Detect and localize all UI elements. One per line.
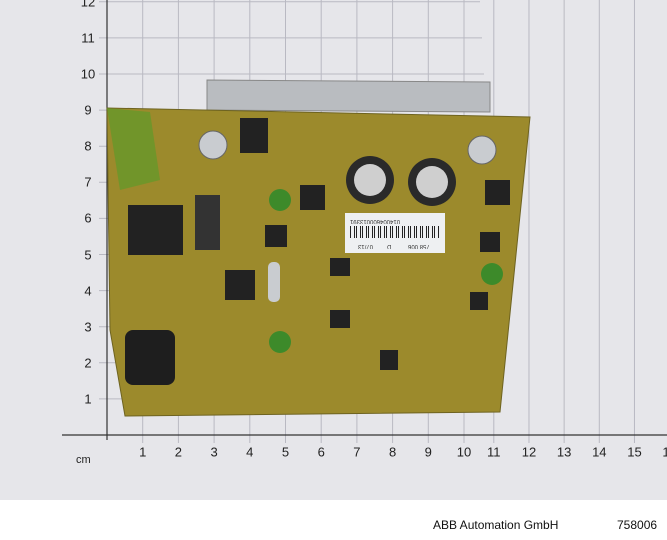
y-tick-label: 5 [84,247,92,262]
barcode-bar [356,226,357,238]
barcode-bar [426,226,427,238]
barcode-bar [414,226,415,238]
ic-chip [300,185,325,210]
pin-header [195,195,220,250]
barcode-bar [360,226,361,238]
barcode-bar [378,226,379,238]
mount-pad [269,331,291,353]
barcode-bar [368,226,369,238]
x-tick-label: 4 [246,444,254,460]
barcode-bar [404,226,405,238]
barcode-bar [438,226,439,238]
x-tick-label: 13 [556,444,572,460]
barcode-bar [432,226,433,238]
ic-chip [485,180,510,205]
x-tick-label: 14 [592,444,607,460]
y-tick-label: 8 [84,138,92,154]
y-tick-label: 2 [84,355,92,371]
barcode-bar [390,226,391,238]
barcode-bar [398,226,399,238]
green-trace-area [107,108,160,190]
y-tick-label: 10 [80,66,96,82]
ic-chip [470,292,488,310]
footer-number: 758006 [617,518,658,532]
x-tick-label: 7 [353,444,361,460]
barcode-bar [422,226,423,238]
unit-label: cm [76,454,91,466]
y-tick-label: 9 [84,102,92,118]
x-tick-label: 15 [627,444,642,460]
ic-chip [265,225,287,247]
x-tick-label: 5 [281,444,290,460]
x-tick-label: 12 [521,444,537,460]
barcode-bar [428,226,429,238]
photo-scene [62,0,667,443]
ic-chip [330,258,350,276]
barcode-rev: D [387,243,392,249]
barcode-bar [372,226,373,238]
power-inductor [125,330,175,385]
pcb-photo: 12345678910111213141516123456789101112 c… [0,0,667,500]
y-tick-label: 6 [84,210,92,226]
x-tick-label: 9 [424,444,432,460]
y-tick-label: 11 [81,30,95,46]
x-tick-label: 1 [139,444,147,460]
barcode-bar [386,226,387,238]
barcode-bar [402,226,403,238]
barcode-number: 014004600013391 [350,218,401,224]
screw [198,130,228,160]
transistor [240,118,268,153]
barcode-bar [396,226,397,238]
barcode-bar [410,226,411,238]
ic-chip [480,232,500,252]
x-tick-label: 10 [456,444,472,460]
barcode-bar [350,226,351,238]
x-tick-label: 8 [388,444,397,460]
barcode-bar [384,226,385,238]
barcode-date: 07/13 [358,243,374,249]
barcode-bar [434,226,435,238]
y-tick-label: 7 [84,174,92,190]
inductor-core [354,164,386,196]
crystal [268,262,280,302]
barcode-bar [366,226,367,238]
y-tick-label: 12 [80,0,96,10]
barcode-bar [392,226,393,238]
x-tick-label: 3 [210,444,218,460]
ic-chip [380,350,398,370]
y-tick-label: 1 [84,391,92,407]
x-tick-label: 11 [487,444,501,460]
ic-chip [330,310,350,328]
mount-pad [481,263,503,285]
barcode-bar [380,226,381,238]
mount-pad [269,189,291,211]
x-tick-label: 6 [317,444,325,460]
screw [467,135,497,165]
metal-bracket [206,79,491,113]
barcode-part: 758 006 [408,243,430,249]
y-tick-label: 3 [84,319,92,335]
barcode [350,226,439,238]
barcode-bar [362,226,363,238]
barcode-bar [416,226,417,238]
footer-company: ABB Automation GmbH [433,518,559,532]
regulator-ic [128,205,183,255]
barcode-bar [420,226,421,238]
x-tick-label: 2 [174,444,183,460]
y-tick-label: 4 [84,283,92,299]
inductor-core [416,166,448,198]
x-tick-label: 16 [662,444,667,460]
barcode-bar [374,226,375,238]
barcode-bar [408,226,409,238]
microcontroller [225,270,255,300]
barcode-bar [354,226,355,238]
